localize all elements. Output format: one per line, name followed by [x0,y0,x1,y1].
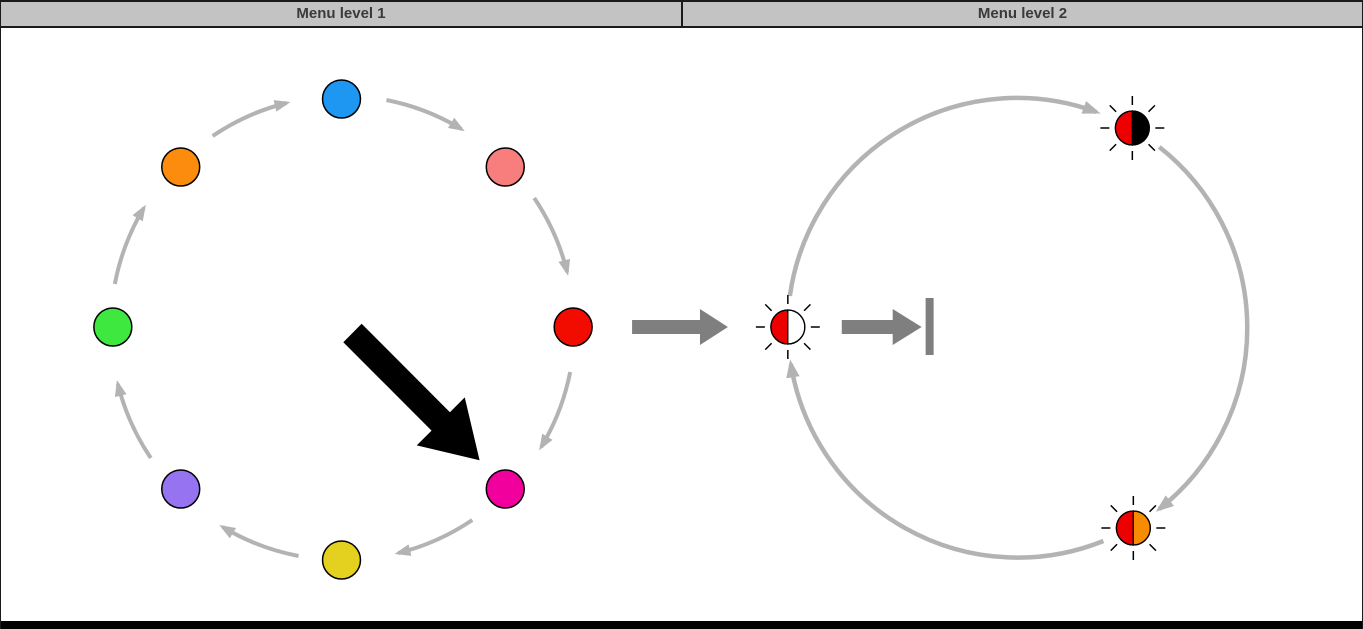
header-row: Menu level 1 Menu level 2 [1,0,1362,28]
diagram-canvas [93,79,1250,580]
arrow-magenta-to-yellow [394,518,474,556]
outline [1114,110,1150,146]
rays [1101,496,1166,560]
option-blue[interactable] [321,79,362,119]
rays [1100,96,1165,160]
enter-level2-arrow-icon [632,309,728,345]
menu-level-1-options [93,79,593,580]
state-red-white-sun-icon[interactable] [755,295,820,359]
arrow-redblack-to-redorange [1155,145,1250,512]
arrow-redorange-to-redwhite [786,359,1105,560]
header-menu-level-2: Menu level 2 [683,2,1362,26]
option-red[interactable] [553,307,593,347]
rays [755,295,820,359]
outline [1115,510,1151,546]
header-menu-level-1: Menu level 1 [1,2,683,26]
cursor-arrow-icon [343,323,480,461]
arrow-orange-to-blue [211,100,291,138]
arrow-salmon-to-red [532,196,571,276]
arrow-red-to-magenta [539,371,573,451]
left-half [1115,510,1134,546]
right-half [1131,110,1150,146]
stop-bar-icon [925,298,934,355]
menu-level-1-ring [112,98,573,558]
arrow-yellow-to-purple [219,524,299,558]
right-half [787,309,806,345]
left-half [1114,110,1133,146]
confirm-arrow-icon [841,309,922,345]
state-red-black-sun-icon[interactable] [1100,96,1165,160]
left-half [770,309,789,345]
option-salmon[interactable] [485,147,525,187]
arrow-purple-to-green [114,380,153,460]
option-purple[interactable] [161,469,201,509]
option-yellow[interactable] [321,540,362,580]
menu-level-2-title: Menu level 2 [977,5,1068,22]
option-green[interactable] [93,307,133,347]
outline [770,309,806,345]
arrow-green-to-orange [112,204,146,285]
right-half [1132,510,1151,546]
state-red-orange-sun-icon[interactable] [1101,496,1166,560]
arrow-redwhite-to-redblack [787,95,1101,297]
bottom-border [1,621,1362,629]
menu-level-1-title: Menu level 1 [296,5,386,22]
arrow-blue-to-salmon [386,98,465,132]
option-orange[interactable] [161,147,201,187]
option-magenta[interactable] [485,469,525,509]
menu-level-2-cycle-arrows [786,95,1250,560]
